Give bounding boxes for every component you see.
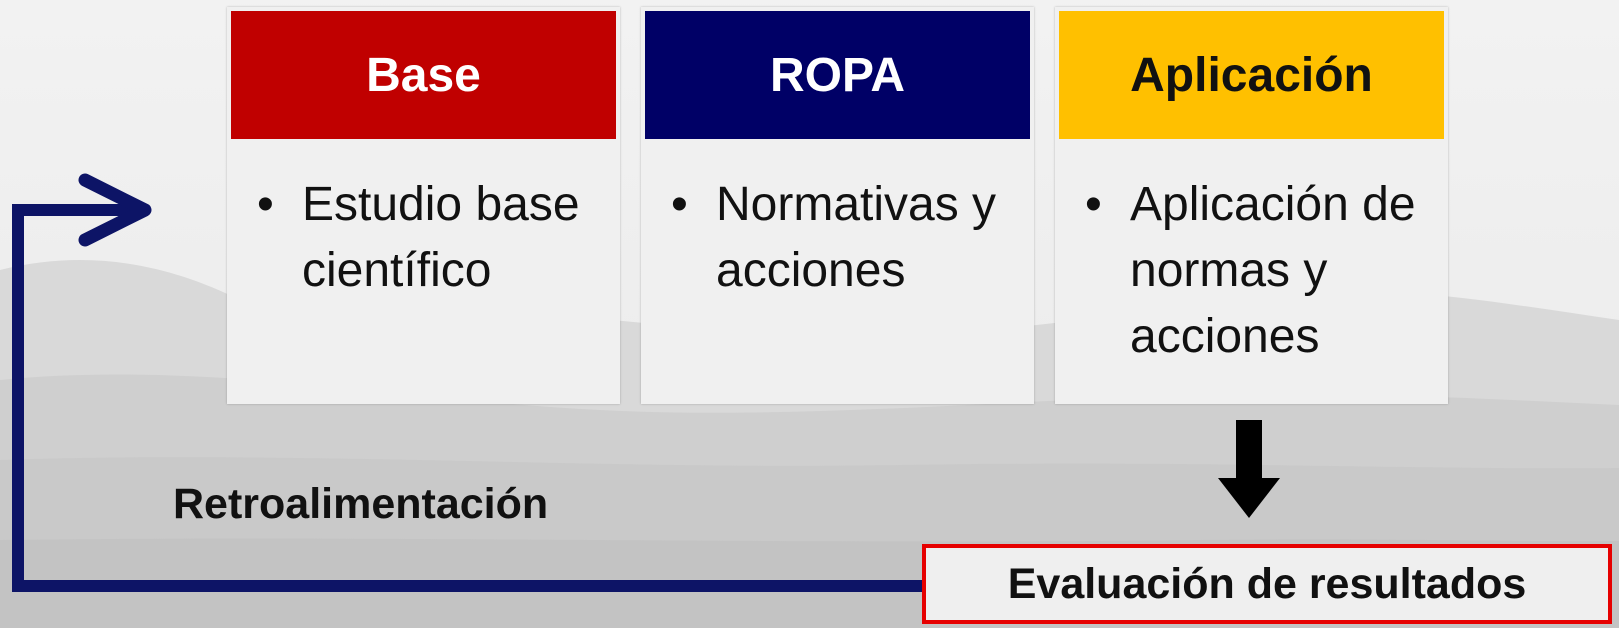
column-base: Base • Estudio base científico bbox=[227, 7, 620, 404]
column-aplicacion-title: Aplicación bbox=[1130, 48, 1373, 102]
feedback-label: Retroalimentación bbox=[173, 480, 549, 528]
column-base-item-text: Estudio base científico bbox=[302, 178, 580, 297]
evaluation-box: Evaluación de resultados bbox=[922, 544, 1612, 624]
column-ropa-item-text: Normativas y acciones bbox=[716, 178, 997, 297]
column-aplicacion-item: • Aplicación de normas y acciones bbox=[1085, 172, 1438, 370]
column-base-item: • Estudio base científico bbox=[257, 172, 610, 304]
column-base-title: Base bbox=[366, 48, 481, 102]
evaluation-label: Evaluación de resultados bbox=[1007, 559, 1527, 608]
column-ropa: ROPA • Normativas y acciones bbox=[641, 7, 1034, 404]
column-aplicacion-header: Aplicación bbox=[1059, 11, 1444, 139]
column-aplicacion-item-text: Aplicación de normas y acciones bbox=[1130, 178, 1416, 363]
bullet-icon: • bbox=[671, 178, 688, 231]
column-ropa-header: ROPA bbox=[645, 11, 1030, 139]
bullet-icon: • bbox=[1085, 178, 1102, 231]
bullet-icon: • bbox=[257, 178, 274, 231]
column-ropa-title: ROPA bbox=[769, 48, 906, 102]
column-base-header: Base bbox=[231, 11, 616, 139]
column-ropa-item: • Normativas y acciones bbox=[671, 172, 1024, 304]
column-aplicacion: Aplicación • Aplicación de normas y acci… bbox=[1055, 7, 1448, 404]
